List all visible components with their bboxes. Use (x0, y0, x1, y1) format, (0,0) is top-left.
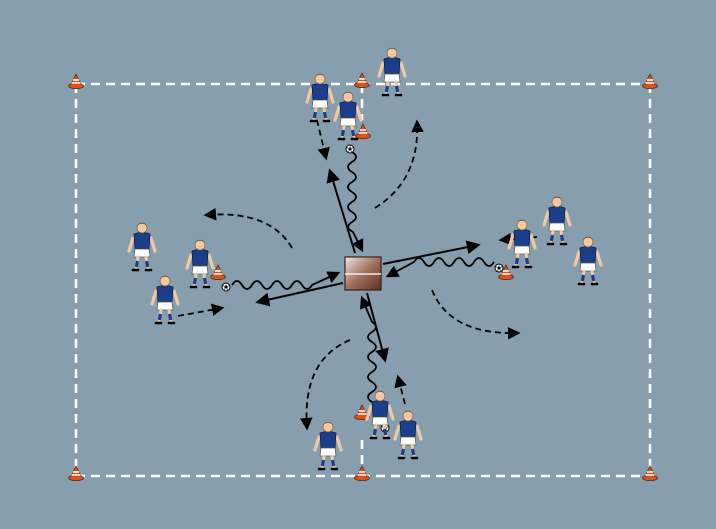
arrow-icon (347, 151, 364, 253)
arrow-icon (231, 271, 341, 290)
arrow-icon (360, 295, 377, 403)
arrow-icon (326, 168, 356, 254)
ball-icon (221, 282, 231, 292)
ball-icon (345, 144, 355, 154)
arrow-icon (255, 282, 344, 307)
arrow-icon (316, 119, 330, 161)
center-box-icon (344, 256, 382, 291)
dribble-arrows (231, 151, 495, 403)
arrow-icon (203, 207, 293, 249)
arrow-icon (374, 119, 424, 209)
arrow-icon (385, 257, 495, 278)
ball-icon (494, 263, 504, 273)
arrow-icon (299, 339, 351, 431)
arrow-icon (394, 374, 407, 405)
arrow-icon (498, 232, 538, 246)
arrow-icon (177, 303, 225, 317)
arrow-icon (382, 240, 481, 265)
run-arrows (177, 119, 538, 431)
